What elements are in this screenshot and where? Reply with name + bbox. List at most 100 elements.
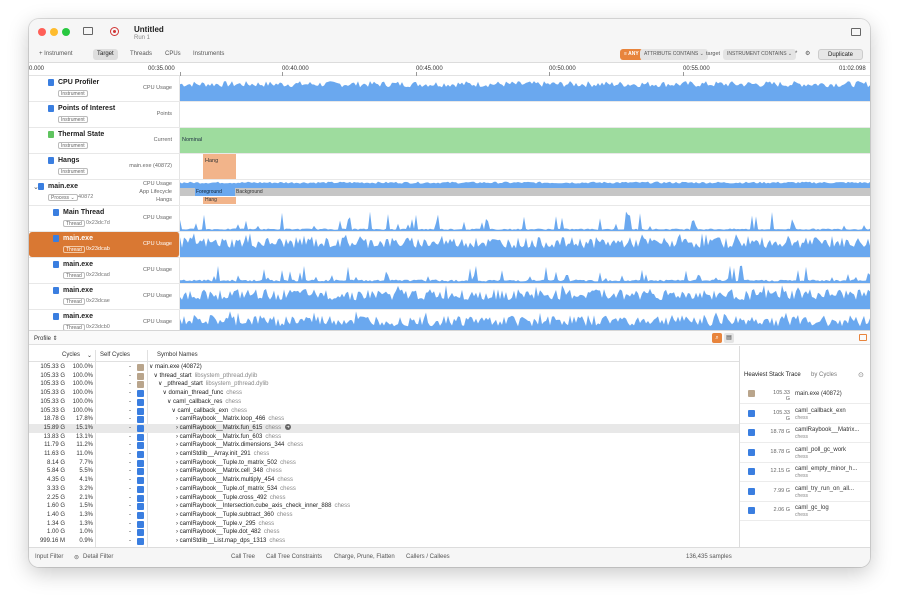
call-tree-row[interactable]: 896.13 M0.9%-› camlRaybook__Ray... <box>29 546 739 547</box>
track-lane[interactable] <box>180 206 870 231</box>
track-type-icon <box>38 183 44 190</box>
flame-graph-toggle-icon[interactable]: ▤ <box>724 333 734 343</box>
sidebar-toggle-icon[interactable] <box>83 27 93 35</box>
track-lane[interactable]: Nominal <box>180 128 870 153</box>
filter-instrument-token[interactable]: INSTRUMENT CONTAINS ⌄ <box>723 49 797 60</box>
track-lane[interactable] <box>180 232 870 257</box>
time-ruler[interactable]: 0.000 00:35.000 00:40.000 00:45.000 00:5… <box>29 64 870 76</box>
input-filter-field[interactable]: Input Filter <box>35 554 64 560</box>
user-code-icon <box>137 442 144 450</box>
zoom-window-button[interactable] <box>62 28 70 36</box>
callers-callees-button[interactable]: Callers / Callees <box>406 554 450 560</box>
call-tree-constraints-button[interactable]: Call Tree Constraints <box>266 554 323 560</box>
disclosure-chevron-icon[interactable]: ⌄ <box>33 184 39 191</box>
inspector-toggle-icon[interactable] <box>851 28 861 36</box>
track-lane[interactable]: Hang <box>180 154 870 179</box>
profile-selector[interactable]: Profile ⇕ <box>34 336 58 342</box>
search-toggle-icon[interactable]: ⌕ <box>712 333 722 343</box>
call-tree-button[interactable]: Call Tree <box>231 554 256 560</box>
filter-target-text[interactable]: target <box>706 51 721 57</box>
detail-filter-field[interactable]: Detail Filter <box>83 554 114 560</box>
tab-threads[interactable]: Threads <box>130 51 153 57</box>
symbol-names-column-header[interactable]: Symbol Names <box>157 352 198 358</box>
track-lane[interactable] <box>180 258 870 283</box>
track-lane[interactable] <box>180 310 870 335</box>
track-lane[interactable] <box>180 284 870 309</box>
charge-prune-flatten-button[interactable]: Charge, Prune, Flatten <box>334 554 395 560</box>
track-lane[interactable] <box>180 76 870 101</box>
tab-instruments[interactable]: Instruments <box>193 51 225 57</box>
record-button[interactable] <box>110 27 119 36</box>
symbol-label: › camlRaybook__Tuple.of_matrix_534 <box>176 485 278 492</box>
tab-target[interactable]: Target <box>93 49 118 60</box>
duplicate-button[interactable]: Duplicate <box>818 49 864 60</box>
cycles-column-header[interactable]: Cycles <box>62 352 81 358</box>
extended-detail-toggle-icon[interactable] <box>859 334 867 341</box>
minimize-window-button[interactable] <box>50 28 58 36</box>
self-cycles-column-header[interactable]: Self Cycles <box>100 352 131 358</box>
user-code-icon <box>137 529 144 537</box>
track-lane[interactable] <box>180 102 870 127</box>
focus-arrow-icon[interactable]: ➜ <box>285 424 292 431</box>
filter-settings-icon[interactable]: ⚙ <box>805 51 811 57</box>
hang-interval[interactable] <box>203 154 236 179</box>
close-window-button[interactable] <box>38 28 46 36</box>
add-instrument-button[interactable]: + Instrument <box>39 51 73 57</box>
filter-any-token[interactable]: ≡ ANY <box>620 49 643 60</box>
filter-attribute-token[interactable]: ATTRIBUTE CONTAINS ⌄ <box>640 49 708 60</box>
hang-interval[interactable] <box>203 197 236 204</box>
heaviest-options-icon[interactable]: ⊙ <box>858 372 864 379</box>
user-code-icon <box>137 494 144 502</box>
track-lane-type: CPU Usage <box>142 267 172 273</box>
tab-cpus[interactable]: CPUs <box>165 51 181 57</box>
